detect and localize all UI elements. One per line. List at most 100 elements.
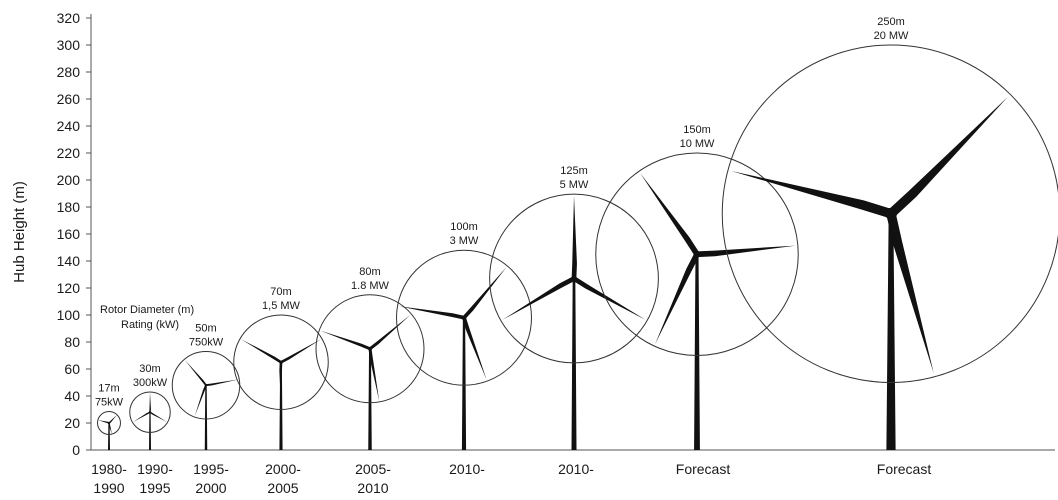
turbine-blade xyxy=(184,359,207,386)
turbine-blade xyxy=(149,411,168,423)
turbine xyxy=(595,152,799,450)
y-tick-label: 120 xyxy=(57,280,81,296)
y-tick-label: 200 xyxy=(57,172,81,188)
period-label-line1: 1980- xyxy=(91,461,127,477)
rotor-circle xyxy=(233,314,329,410)
y-tick-label: 260 xyxy=(57,91,81,107)
turbine-hub xyxy=(571,275,577,282)
rating-power-label: 10 MW xyxy=(680,138,715,150)
rating-power-label: 75kW xyxy=(95,397,124,409)
chart-legend: Rotor Diameter (m) Rating (kW) xyxy=(100,304,194,331)
turbine-hub xyxy=(885,207,897,220)
labels: 17m 75kW 1980- 1990 30m 300kW 1990- 1995 50m 750k… xyxy=(91,16,931,496)
turbine xyxy=(171,350,241,450)
period-label-line1: 2000- xyxy=(265,461,301,477)
rating-diameter-label: 100m xyxy=(450,221,478,233)
turbine-tower xyxy=(368,348,372,450)
turbine xyxy=(489,193,659,450)
period-label-line2: 1990 xyxy=(93,480,124,496)
rating-power-label: 5 MW xyxy=(560,179,589,191)
rotor-circle xyxy=(315,294,425,404)
turbine-blade xyxy=(132,411,151,423)
period-label-line2: 2000 xyxy=(195,480,226,496)
period-label-line1: 2010- xyxy=(449,461,485,477)
period-label-line1: Forecast xyxy=(676,461,731,477)
period-label-line1: 1995- xyxy=(193,461,229,477)
turbine-tower xyxy=(571,278,577,450)
turbine-blade xyxy=(320,330,371,351)
y-tick-label: 240 xyxy=(57,118,81,134)
rotor-circle xyxy=(396,249,532,386)
turbine-blade xyxy=(640,172,700,256)
turbine-blade xyxy=(240,339,282,364)
turbine-blade xyxy=(108,422,112,434)
turbine-blade xyxy=(108,415,117,424)
turbine-blade xyxy=(462,267,507,319)
rotor-circle xyxy=(97,411,121,435)
legend-line-2: Rating (kW) xyxy=(121,319,179,331)
turbine-blade xyxy=(369,314,411,350)
rating-power-label: 3 MW xyxy=(450,235,479,247)
turbine-blade xyxy=(205,379,239,387)
rating-diameter-label: 125m xyxy=(560,165,588,177)
turbine xyxy=(396,249,532,450)
turbine-hub xyxy=(461,315,467,321)
turbine-blade xyxy=(98,420,110,424)
period-label-line2: 2010 xyxy=(357,480,388,496)
period-label-line1: 1990- xyxy=(137,461,173,477)
turbine-hub xyxy=(107,421,111,425)
turbine-tower xyxy=(461,317,467,450)
rating-power-label: 1,5 MW xyxy=(262,300,301,312)
period-label-line1: 2005- xyxy=(355,461,391,477)
turbine-tower xyxy=(108,423,110,450)
rating-power-label: 300kW xyxy=(133,377,168,389)
turbine-blade xyxy=(572,276,646,320)
turbine-blade xyxy=(280,339,322,364)
turbine xyxy=(315,294,425,450)
turbine-hub xyxy=(368,346,372,351)
rating-diameter-label: 80m xyxy=(359,266,380,278)
y-tick-label: 140 xyxy=(57,253,81,269)
rotor-circle xyxy=(129,391,171,433)
period-label-line2: 1995 xyxy=(139,480,170,496)
turbine-blade xyxy=(398,306,465,320)
rating-diameter-label: 30m xyxy=(139,363,160,375)
y-tick-label: 40 xyxy=(64,388,80,404)
y-tick-label: 80 xyxy=(64,334,80,350)
rotor-circle xyxy=(595,152,799,356)
rating-power-label: 750kW xyxy=(189,336,224,348)
legend-line-1: Rotor Diameter (m) xyxy=(100,304,194,316)
turbine-blade xyxy=(462,317,487,380)
y-axis-label: Hub Height (m) xyxy=(11,181,28,283)
turbine xyxy=(97,411,121,450)
y-tick-label: 20 xyxy=(64,415,80,431)
rating-power-label: 1.8 MW xyxy=(351,280,390,292)
period-label-line1: Forecast xyxy=(877,461,932,477)
turbine-tower xyxy=(149,412,151,450)
turbine-blade xyxy=(279,362,283,409)
turbine-blade xyxy=(731,170,893,219)
turbine xyxy=(233,314,329,450)
rotor-circle xyxy=(489,193,659,364)
turbine-hub xyxy=(148,411,152,414)
rating-diameter-label: 17m xyxy=(98,383,119,395)
turbine xyxy=(129,391,171,450)
turbine-blade xyxy=(887,96,1008,218)
turbine-hub xyxy=(204,384,208,387)
turbine-blade xyxy=(696,245,796,258)
y-tick-label: 100 xyxy=(57,307,81,323)
turbine-blade xyxy=(368,348,380,401)
turbine-tower xyxy=(204,385,208,450)
turbine-blade xyxy=(571,195,577,279)
turbine-tower xyxy=(694,254,700,450)
period-label-line1: 2010- xyxy=(558,461,594,477)
y-tick-label: 60 xyxy=(64,361,80,377)
turbine-tower xyxy=(886,213,896,450)
rating-diameter-label: 50m xyxy=(195,322,216,334)
rating-diameter-label: 150m xyxy=(683,124,711,136)
turbine-blade xyxy=(194,384,207,417)
turbine-hub xyxy=(693,250,701,258)
turbine-blade xyxy=(502,276,576,320)
y-tick-label: 220 xyxy=(57,145,81,161)
